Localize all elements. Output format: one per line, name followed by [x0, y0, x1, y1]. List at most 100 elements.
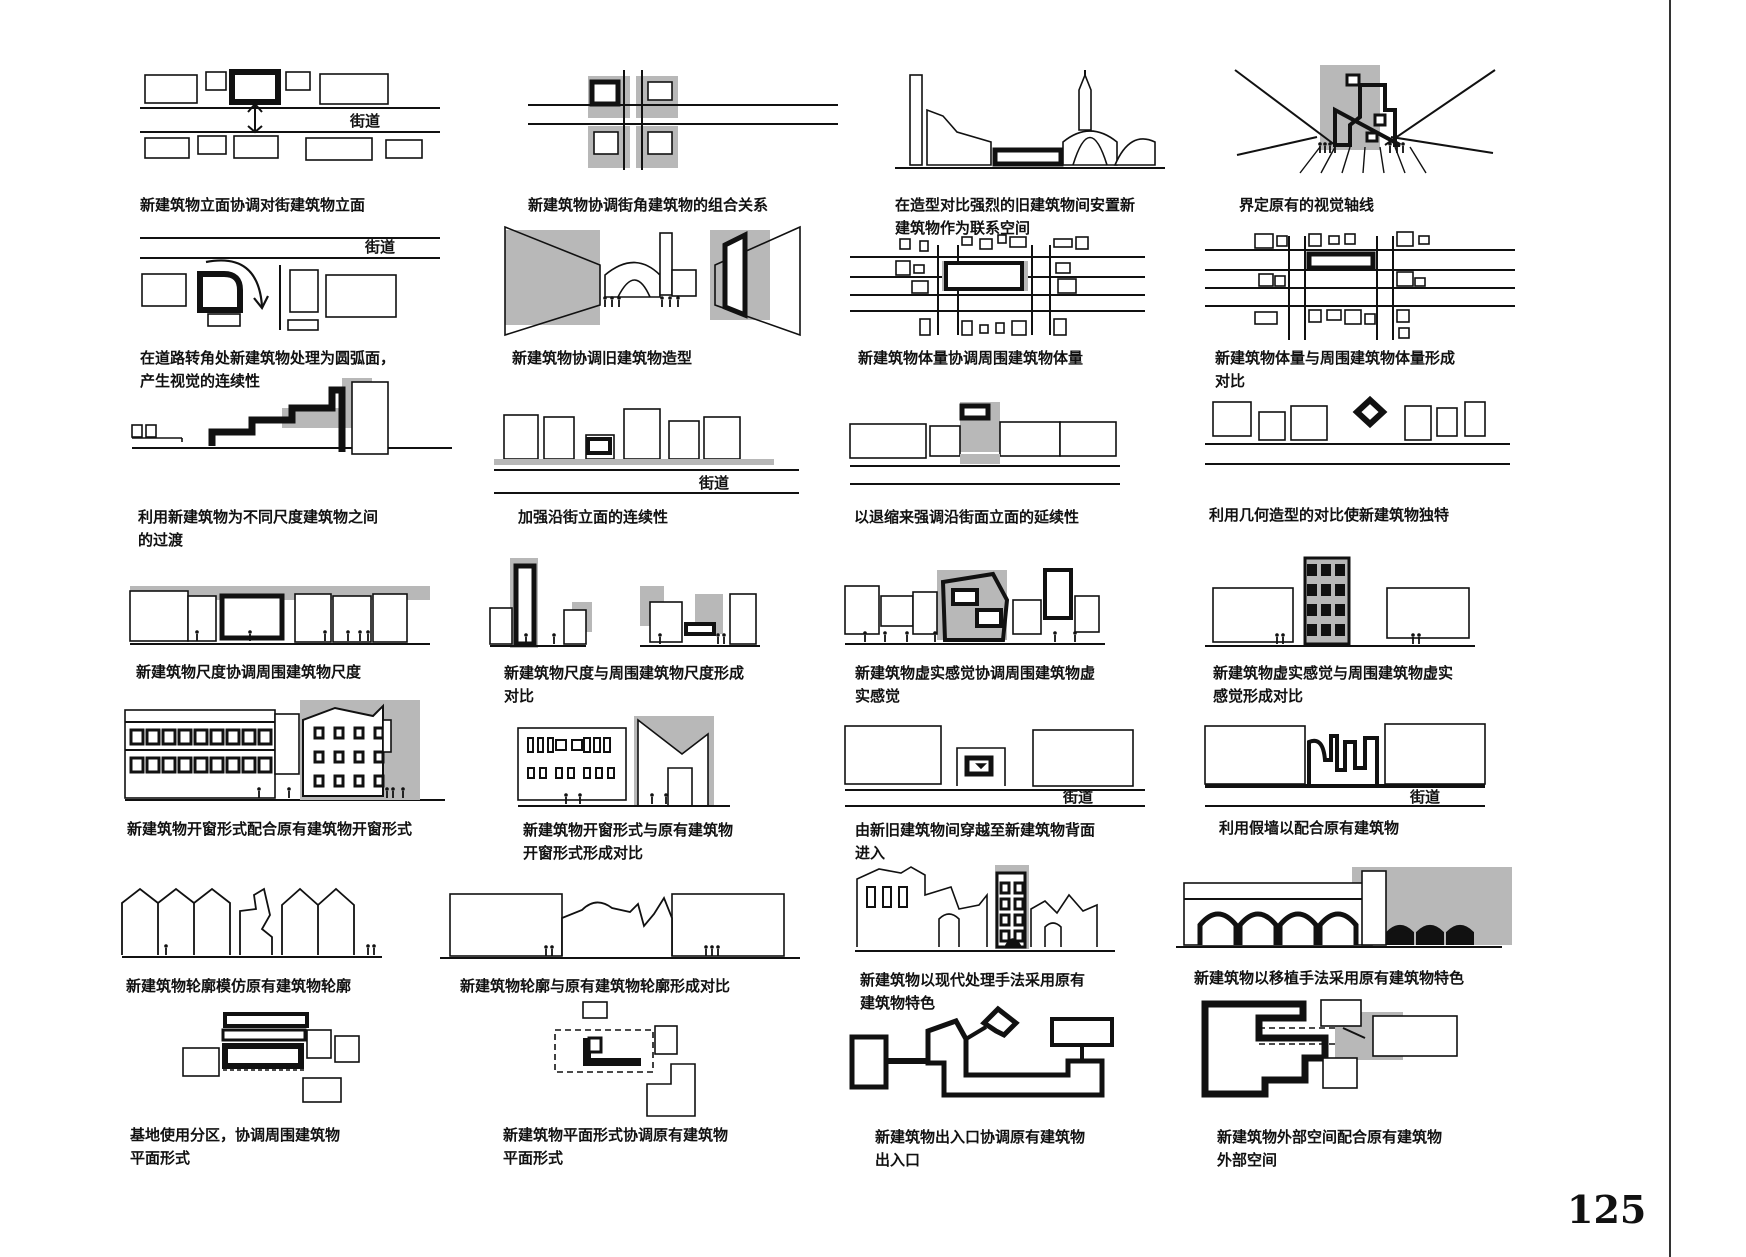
diagram-cell: 新建筑物尺度与周围建筑物尺度形成 对比	[489, 558, 810, 708]
new-building	[197, 271, 243, 313]
building-outline	[1322, 1057, 1358, 1089]
window	[209, 756, 225, 774]
building-outline	[668, 420, 700, 460]
diagram-caption: 利用假墙以配合原有建筑物	[1219, 819, 1400, 837]
new-building	[1201, 1000, 1329, 1098]
person-figure	[1417, 633, 1421, 637]
arch	[1237, 911, 1279, 945]
diagram-cell: 利用几何造型的对比使新建筑物独特	[1205, 395, 1535, 560]
diagram-cell: 新建筑物虚实感觉与周围建筑物虚实 感觉形成对比	[1205, 556, 1535, 708]
sketch-line	[1342, 1027, 1366, 1039]
diagram-caption: 新建筑物立面协调对街建筑物立面	[140, 196, 366, 214]
window	[882, 886, 892, 908]
building-outline	[1361, 870, 1387, 946]
sketch-line	[1390, 136, 1494, 154]
roof-silhouette	[121, 887, 355, 955]
diagram-cell: 新建筑物协调旧建筑物造型	[500, 225, 820, 400]
sketch-corner-grouping	[528, 70, 838, 170]
building-outline	[649, 601, 683, 643]
new-building	[992, 147, 1064, 167]
building-outline	[124, 709, 276, 799]
window	[129, 728, 145, 746]
new-building	[1352, 395, 1388, 429]
window	[313, 774, 325, 788]
building-outline	[1303, 556, 1351, 646]
sketch-mass-match-plan	[850, 234, 1145, 336]
person-figure	[660, 296, 664, 300]
window	[555, 739, 567, 751]
diagram-caption: 界定原有的视觉轴线	[1239, 196, 1375, 214]
sketch-facade-match: 街道	[140, 69, 440, 161]
street-label: 街道	[364, 238, 395, 256]
person-figure	[550, 945, 554, 949]
building-outline	[1344, 233, 1356, 245]
building-outline	[325, 274, 397, 318]
window	[373, 750, 385, 764]
building-outline	[647, 131, 673, 155]
diagram-cell: 新建筑物尺度协调周围建筑物尺度	[129, 586, 460, 691]
window	[225, 756, 241, 774]
building-outline	[587, 1036, 603, 1054]
street-label: 街道	[1062, 788, 1093, 806]
sketch-line	[1362, 146, 1366, 174]
person-figure	[323, 630, 327, 634]
building-outline	[671, 893, 785, 957]
screen-tone	[505, 230, 600, 325]
window	[145, 756, 161, 774]
sketch-plan-form-match	[554, 1001, 696, 1117]
diagram-cell: 街道 利用假墙以配合原有建筑物	[1204, 718, 1535, 848]
diagram-caption: 加强沿街立面的连续性	[518, 508, 669, 526]
window	[898, 886, 908, 908]
window	[353, 750, 365, 764]
building-outline	[912, 591, 938, 635]
building-outline	[1074, 595, 1100, 633]
building-outline	[145, 424, 157, 438]
building-outline	[285, 71, 311, 91]
diagram-caption: 在道路转角处新建筑物处理为圆弧面， 产生视觉的连续性	[140, 349, 396, 390]
diagram-cell: 新建筑物开窗形式配合原有建筑物开窗形式	[124, 700, 495, 850]
building-outline	[703, 416, 741, 460]
sketch-line	[1320, 146, 1336, 174]
window	[999, 929, 1011, 943]
building-outline	[144, 137, 190, 159]
sketch-silhouette-match	[121, 887, 382, 958]
page-number: 125	[1567, 1187, 1647, 1232]
building-outline	[1364, 313, 1376, 325]
diagram-caption: 新建筑物平面形式协调原有建筑物 平面形式	[503, 1126, 729, 1167]
new-building	[229, 69, 281, 105]
person-figure	[195, 630, 199, 634]
building-outline	[563, 609, 587, 645]
diagram-caption: 新建筑物轮廓模仿原有建筑物轮廓	[126, 977, 352, 995]
person-figure	[366, 944, 370, 948]
building-outline	[1436, 407, 1458, 437]
building-outline	[1373, 113, 1387, 127]
window	[161, 728, 177, 746]
person-figure	[933, 631, 937, 635]
person-figure	[1328, 142, 1332, 146]
sketch-outdoor-space-match	[1201, 999, 1458, 1098]
sketch-window-match	[124, 700, 445, 801]
building-outline	[1326, 309, 1342, 321]
window	[193, 756, 209, 774]
building-outline	[1328, 235, 1340, 245]
building-outline	[306, 1029, 332, 1059]
building-outline	[1254, 311, 1278, 325]
building-outline	[1345, 73, 1361, 87]
building-outline	[205, 71, 227, 91]
person-figure	[372, 944, 376, 948]
window	[1335, 624, 1345, 636]
building-outline	[1032, 729, 1134, 787]
new-building	[940, 571, 1010, 642]
building-outline	[489, 607, 513, 645]
building-outline	[975, 608, 1003, 628]
person-figure	[710, 945, 714, 949]
window	[537, 737, 544, 753]
person-figure	[164, 944, 168, 948]
window	[209, 728, 225, 746]
building-outline	[995, 322, 1005, 334]
window	[1321, 624, 1331, 636]
building-outline	[543, 416, 575, 460]
arch	[617, 279, 651, 298]
diagram-caption: 由新旧建筑物间穿越至新建筑物背面 进入	[855, 821, 1096, 862]
new-building	[722, 230, 748, 319]
